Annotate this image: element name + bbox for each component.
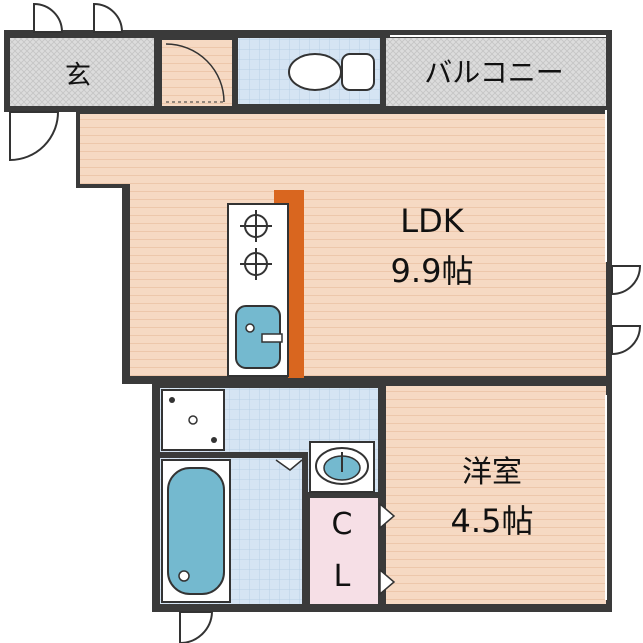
side-doors: [611, 265, 642, 356]
toilet-icon: [288, 53, 375, 91]
western-room-label: 洋室: [462, 455, 522, 490]
balcony-label: バルコニー: [424, 56, 563, 89]
door-swing-icon: [165, 43, 225, 103]
door-swing-icon: [611, 265, 642, 296]
wash-basin-icon: [309, 441, 375, 493]
entrance-storage: [162, 40, 232, 106]
bathtub-icon: [161, 459, 231, 603]
stove-burner-icon: [240, 210, 272, 280]
entrance-floor: [10, 38, 154, 106]
balcony-floor: [386, 38, 606, 106]
western-room-floor: [386, 386, 606, 604]
closet-label-line1: C: [332, 507, 353, 542]
windows: [390, 35, 607, 600]
ldk-size: 9.9帖: [391, 252, 474, 290]
closet-label-line2: L: [334, 559, 351, 594]
door-swing-icon: [33, 2, 64, 33]
ldk-floor: [80, 114, 606, 376]
western-room-size: 4.5帖: [451, 502, 534, 540]
door-swing-icon: [93, 2, 124, 33]
door-swing-icon: [179, 611, 214, 643]
washing-machine-pan-icon: [161, 389, 225, 451]
closet-doors: [379, 502, 396, 596]
entrance-label: 玄: [65, 61, 91, 91]
kitchen-counter: [227, 190, 304, 378]
door-swing-icon: [611, 325, 642, 356]
closet-floor: [310, 498, 378, 604]
entrance-doors: [33, 2, 124, 33]
door-swing-icon: [9, 111, 60, 162]
ldk-label: LDK: [400, 202, 464, 240]
